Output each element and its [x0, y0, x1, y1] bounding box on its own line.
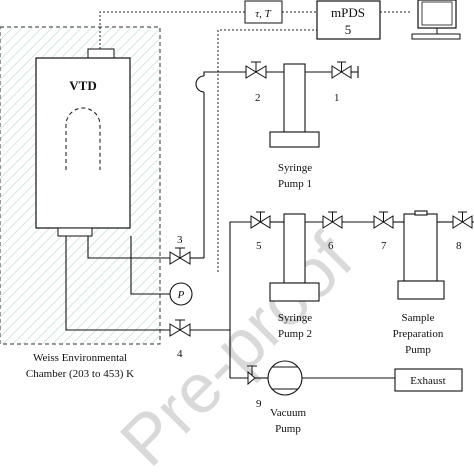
valve-3-icon	[169, 247, 191, 265]
signal-lines	[99, 11, 412, 272]
valve-3-label: 3	[177, 234, 183, 246]
computer-icon	[411, 0, 461, 40]
mpds-unit	[316, 0, 381, 40]
vtd-label: VTD	[69, 78, 96, 93]
piping	[65, 66, 474, 379]
vacuum-pump-label-line2: Pump	[275, 423, 301, 435]
valve-9-label: 9	[256, 398, 262, 410]
vtd-cell	[35, 48, 131, 237]
pressure-gauge	[169, 282, 193, 306]
valve-2-icon	[245, 61, 267, 79]
valve-6-label: 6	[328, 240, 334, 252]
vacuum-pump	[267, 360, 303, 396]
sample-prep-label-line2: Preparation	[393, 328, 444, 340]
exhaust-label: Exhaust	[410, 375, 445, 387]
mpds-number: 5	[345, 22, 352, 37]
valve-8-label: 8	[456, 240, 462, 252]
chamber-label-line1: Weiss Environmental	[33, 352, 127, 364]
sample-prep-label-line3: Pump	[405, 344, 431, 356]
valve-2-label: 2	[255, 92, 261, 104]
valve-5-icon	[250, 211, 271, 229]
valve-4-icon	[169, 319, 191, 337]
syringe-pump-2-label-line2: Pump 2	[278, 328, 312, 340]
syringe-pump-2	[269, 213, 320, 302]
syringe-pump-1-label-line1: Syringe	[278, 162, 312, 174]
sample-preparation-pump	[397, 210, 445, 300]
valve-9-icon	[247, 365, 257, 386]
valve-symbols	[169, 61, 473, 386]
pressure-label: P	[177, 289, 185, 301]
valve-1-label: 1	[334, 92, 340, 104]
vacuum-pump-label-line1: Vacuum	[270, 407, 306, 419]
valve-6-icon	[322, 211, 343, 229]
sample-prep-label-line1: Sample	[402, 312, 435, 324]
tau-t-label: τ, T	[255, 8, 271, 20]
valve-7-label: 7	[381, 240, 387, 252]
chamber-label-line2: Chamber (203 to 453) K	[26, 368, 134, 380]
exhaust-box	[394, 368, 463, 392]
syringe-pump-1	[269, 63, 320, 148]
syringe-pump-2-label-line1: Syringe	[278, 312, 312, 324]
valve-4-label: 4	[177, 348, 183, 360]
mpds-label: mPDS	[331, 5, 365, 20]
pipe-crossover	[195, 75, 205, 93]
syringe-pump-1-label-line2: Pump 1	[278, 178, 312, 190]
valve-8-icon	[452, 211, 473, 229]
valve-5-label: 5	[256, 240, 262, 252]
temperature-readout	[244, 0, 283, 24]
valve-7-icon	[373, 211, 394, 229]
valve-1-icon	[331, 61, 352, 79]
